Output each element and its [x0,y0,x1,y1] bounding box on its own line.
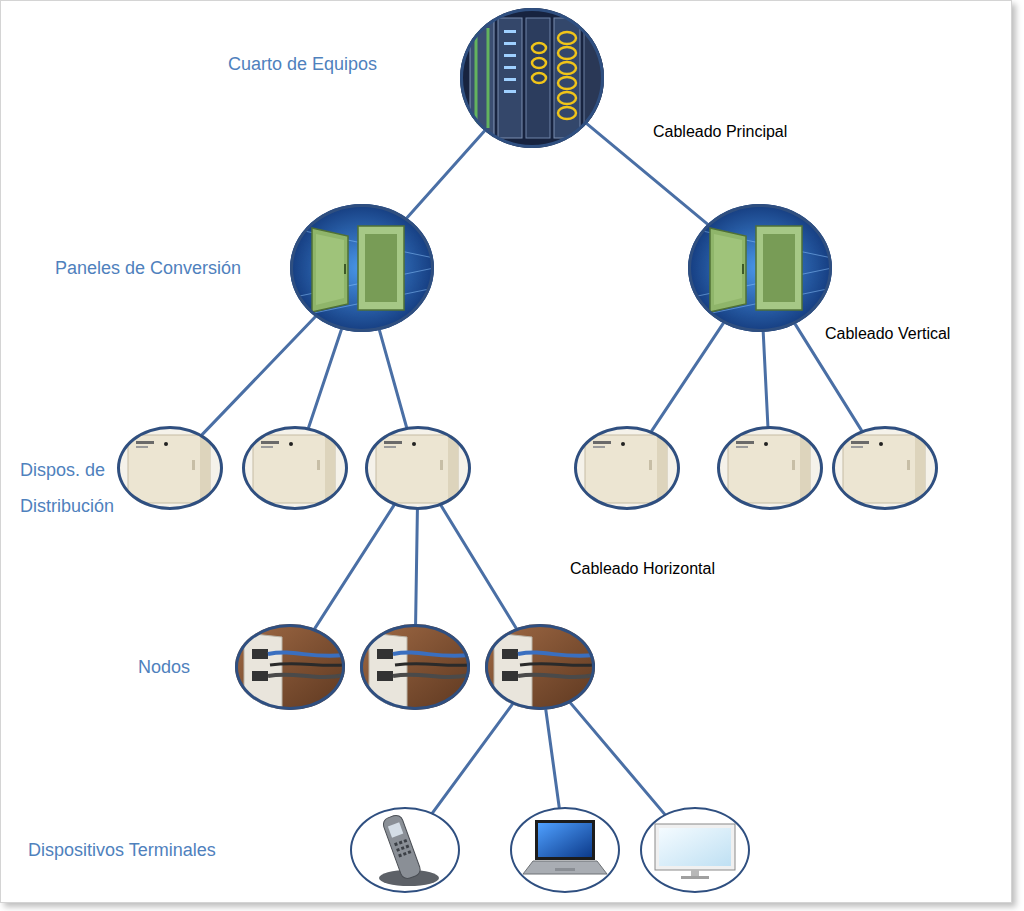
terminal-circle: Dispositivos Terminales [350,807,460,893]
connector-line [407,131,485,218]
distribution-circle [832,426,938,510]
distribution-circle [717,426,823,510]
level-label: Paneles de Conversión [55,258,241,279]
connector-line [416,510,418,624]
connector-line [202,317,315,435]
terminal-circle [640,807,750,893]
outlet-circle: Nodos [235,624,345,710]
distribution-circle: Dispos. de Distribución [117,426,223,510]
outlet-circle [360,624,470,710]
connector-line [570,703,664,814]
cabling-label: Cableado Horizontal [570,560,715,578]
equipment-room-circle: Cuarto de Equipos [460,8,604,148]
connector-line [309,329,342,427]
distribution-circle [365,426,471,510]
cabling-label: Cableado Vertical [825,325,950,343]
level-label: Dispositivos Terminales [28,840,216,861]
connector-line [315,505,394,628]
distribution-circle [574,426,680,510]
level-label: Cuarto de Equipos [228,54,377,75]
panel-circle [688,204,832,332]
level-label: Dispos. de Distribución [20,452,138,524]
level-label: Nodos [138,657,190,678]
connector-line [433,704,513,813]
terminal-circle [510,807,620,893]
distribution-circle [242,426,348,510]
connector-line [763,332,768,426]
panel-circle: Paneles de Conversión [290,204,434,332]
cabling-label: Cableado Principal [653,123,787,141]
connector-line [652,323,724,431]
outlet-circle [485,624,595,710]
connector-line [379,330,406,427]
connector-line [546,710,559,807]
connector-line [441,506,516,628]
